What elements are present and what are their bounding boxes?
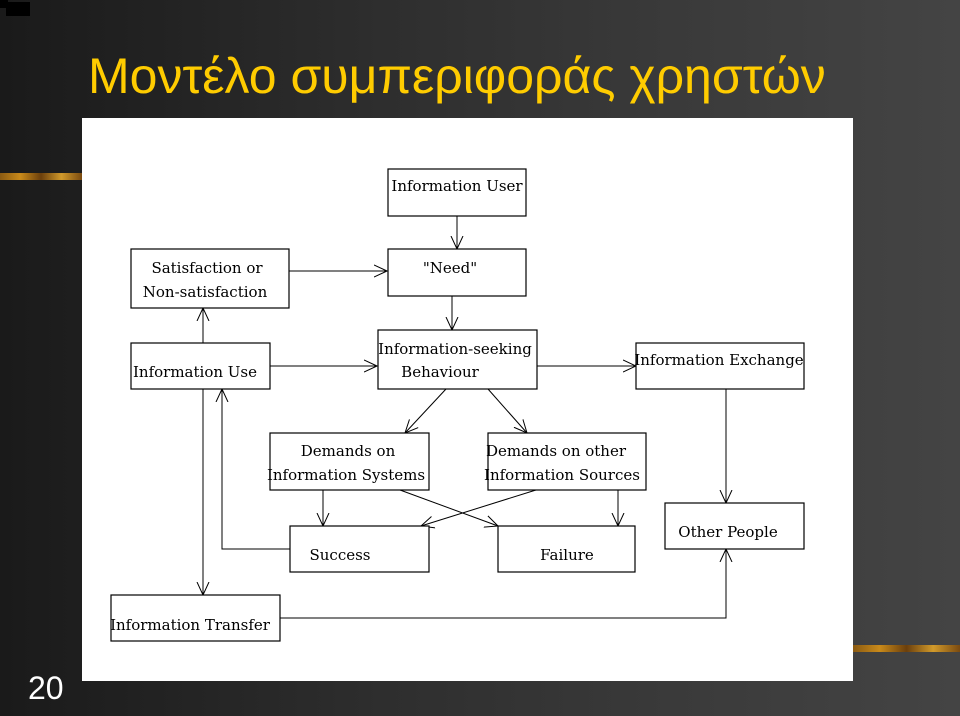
corner-square-small: [0, 0, 8, 8]
node-other-people: Other People: [664, 502, 805, 550]
bottom-accent-strip: [853, 645, 960, 652]
arrow-seeking-to-demands-other: [487, 388, 527, 433]
node-label: Information Use: [133, 363, 257, 381]
flow-diagram: Information User "Need" Satisfaction or …: [110, 168, 805, 642]
svg-text:Failure: Failure: [540, 546, 594, 564]
node-success: Success: [289, 525, 430, 573]
node-label: Success: [309, 546, 370, 564]
svg-text:Information Sources: Information Sources: [484, 466, 640, 484]
node-label-line1: Information-seeking: [378, 340, 532, 358]
slide-number: 20: [28, 670, 64, 706]
node-information-transfer: Information Transfer: [110, 594, 281, 642]
node-label-line2: Behaviour: [401, 363, 479, 381]
svg-text:Demands on: Demands on: [301, 442, 396, 460]
node-label-line1: Demands on: [301, 442, 396, 460]
arrow-transfer-to-other-people: [280, 549, 726, 619]
node-label-line2: Information Systems: [267, 466, 425, 484]
arrow-demands-systems-to-failure: [399, 489, 498, 526]
svg-text:Information Systems: Information Systems: [267, 466, 425, 484]
node-label: Information Exchange: [634, 351, 803, 369]
corner-square-large: [6, 2, 30, 16]
svg-text:Other People: Other People: [678, 523, 778, 541]
svg-text:"Need": "Need": [423, 259, 477, 277]
node-failure: Failure: [497, 525, 636, 573]
node-label-line2: Non-satisfaction: [143, 283, 268, 301]
svg-text:Information Use: Information Use: [133, 363, 257, 381]
node-label-line1: Satisfaction or: [151, 259, 263, 277]
svg-text:Information Transfer: Information Transfer: [110, 616, 271, 634]
slide-title: Μοντέλο συμπεριφοράς χρηστών: [88, 48, 826, 104]
node-label: Information User: [391, 177, 523, 195]
arrow-demands-other-to-success: [421, 489, 537, 526]
arrow-success-to-use: [222, 389, 290, 550]
svg-text:Behaviour: Behaviour: [401, 363, 479, 381]
node-demands-systems: Demands on Information Systems: [267, 432, 430, 491]
node-label-line2: Information Sources: [484, 466, 640, 484]
node-label: Information Transfer: [110, 616, 271, 634]
connectors: [203, 216, 726, 619]
arrow-seeking-to-demands-systems: [405, 388, 447, 433]
node-label: "Need": [423, 259, 477, 277]
svg-text:Information User: Information User: [391, 177, 523, 195]
svg-text:Information-seeking: Information-seeking: [378, 340, 532, 358]
node-information-use: Information Use: [130, 342, 271, 390]
node-seeking-behaviour: Information-seeking Behaviour: [377, 329, 538, 390]
node-label: Failure: [540, 546, 594, 564]
svg-text:Success: Success: [309, 546, 370, 564]
node-label: Other People: [678, 523, 778, 541]
node-information-exchange: Information Exchange: [634, 342, 805, 390]
title-accent-strip: [0, 173, 82, 180]
node-demands-other: Demands on other Information Sources: [484, 432, 647, 491]
svg-text:Information Exchange: Information Exchange: [634, 351, 803, 369]
node-satisfaction: Satisfaction or Non-satisfaction: [130, 248, 290, 309]
svg-text:Demands on other: Demands on other: [486, 442, 627, 460]
node-information-user: Information User: [387, 168, 527, 217]
node-need: "Need": [387, 248, 527, 297]
diagram-panel: Information User "Need" Satisfaction or …: [82, 118, 853, 681]
svg-text:Satisfaction or: Satisfaction or: [151, 259, 263, 277]
node-label-line1: Demands on other: [486, 442, 627, 460]
svg-text:Non-satisfaction: Non-satisfaction: [143, 283, 268, 301]
